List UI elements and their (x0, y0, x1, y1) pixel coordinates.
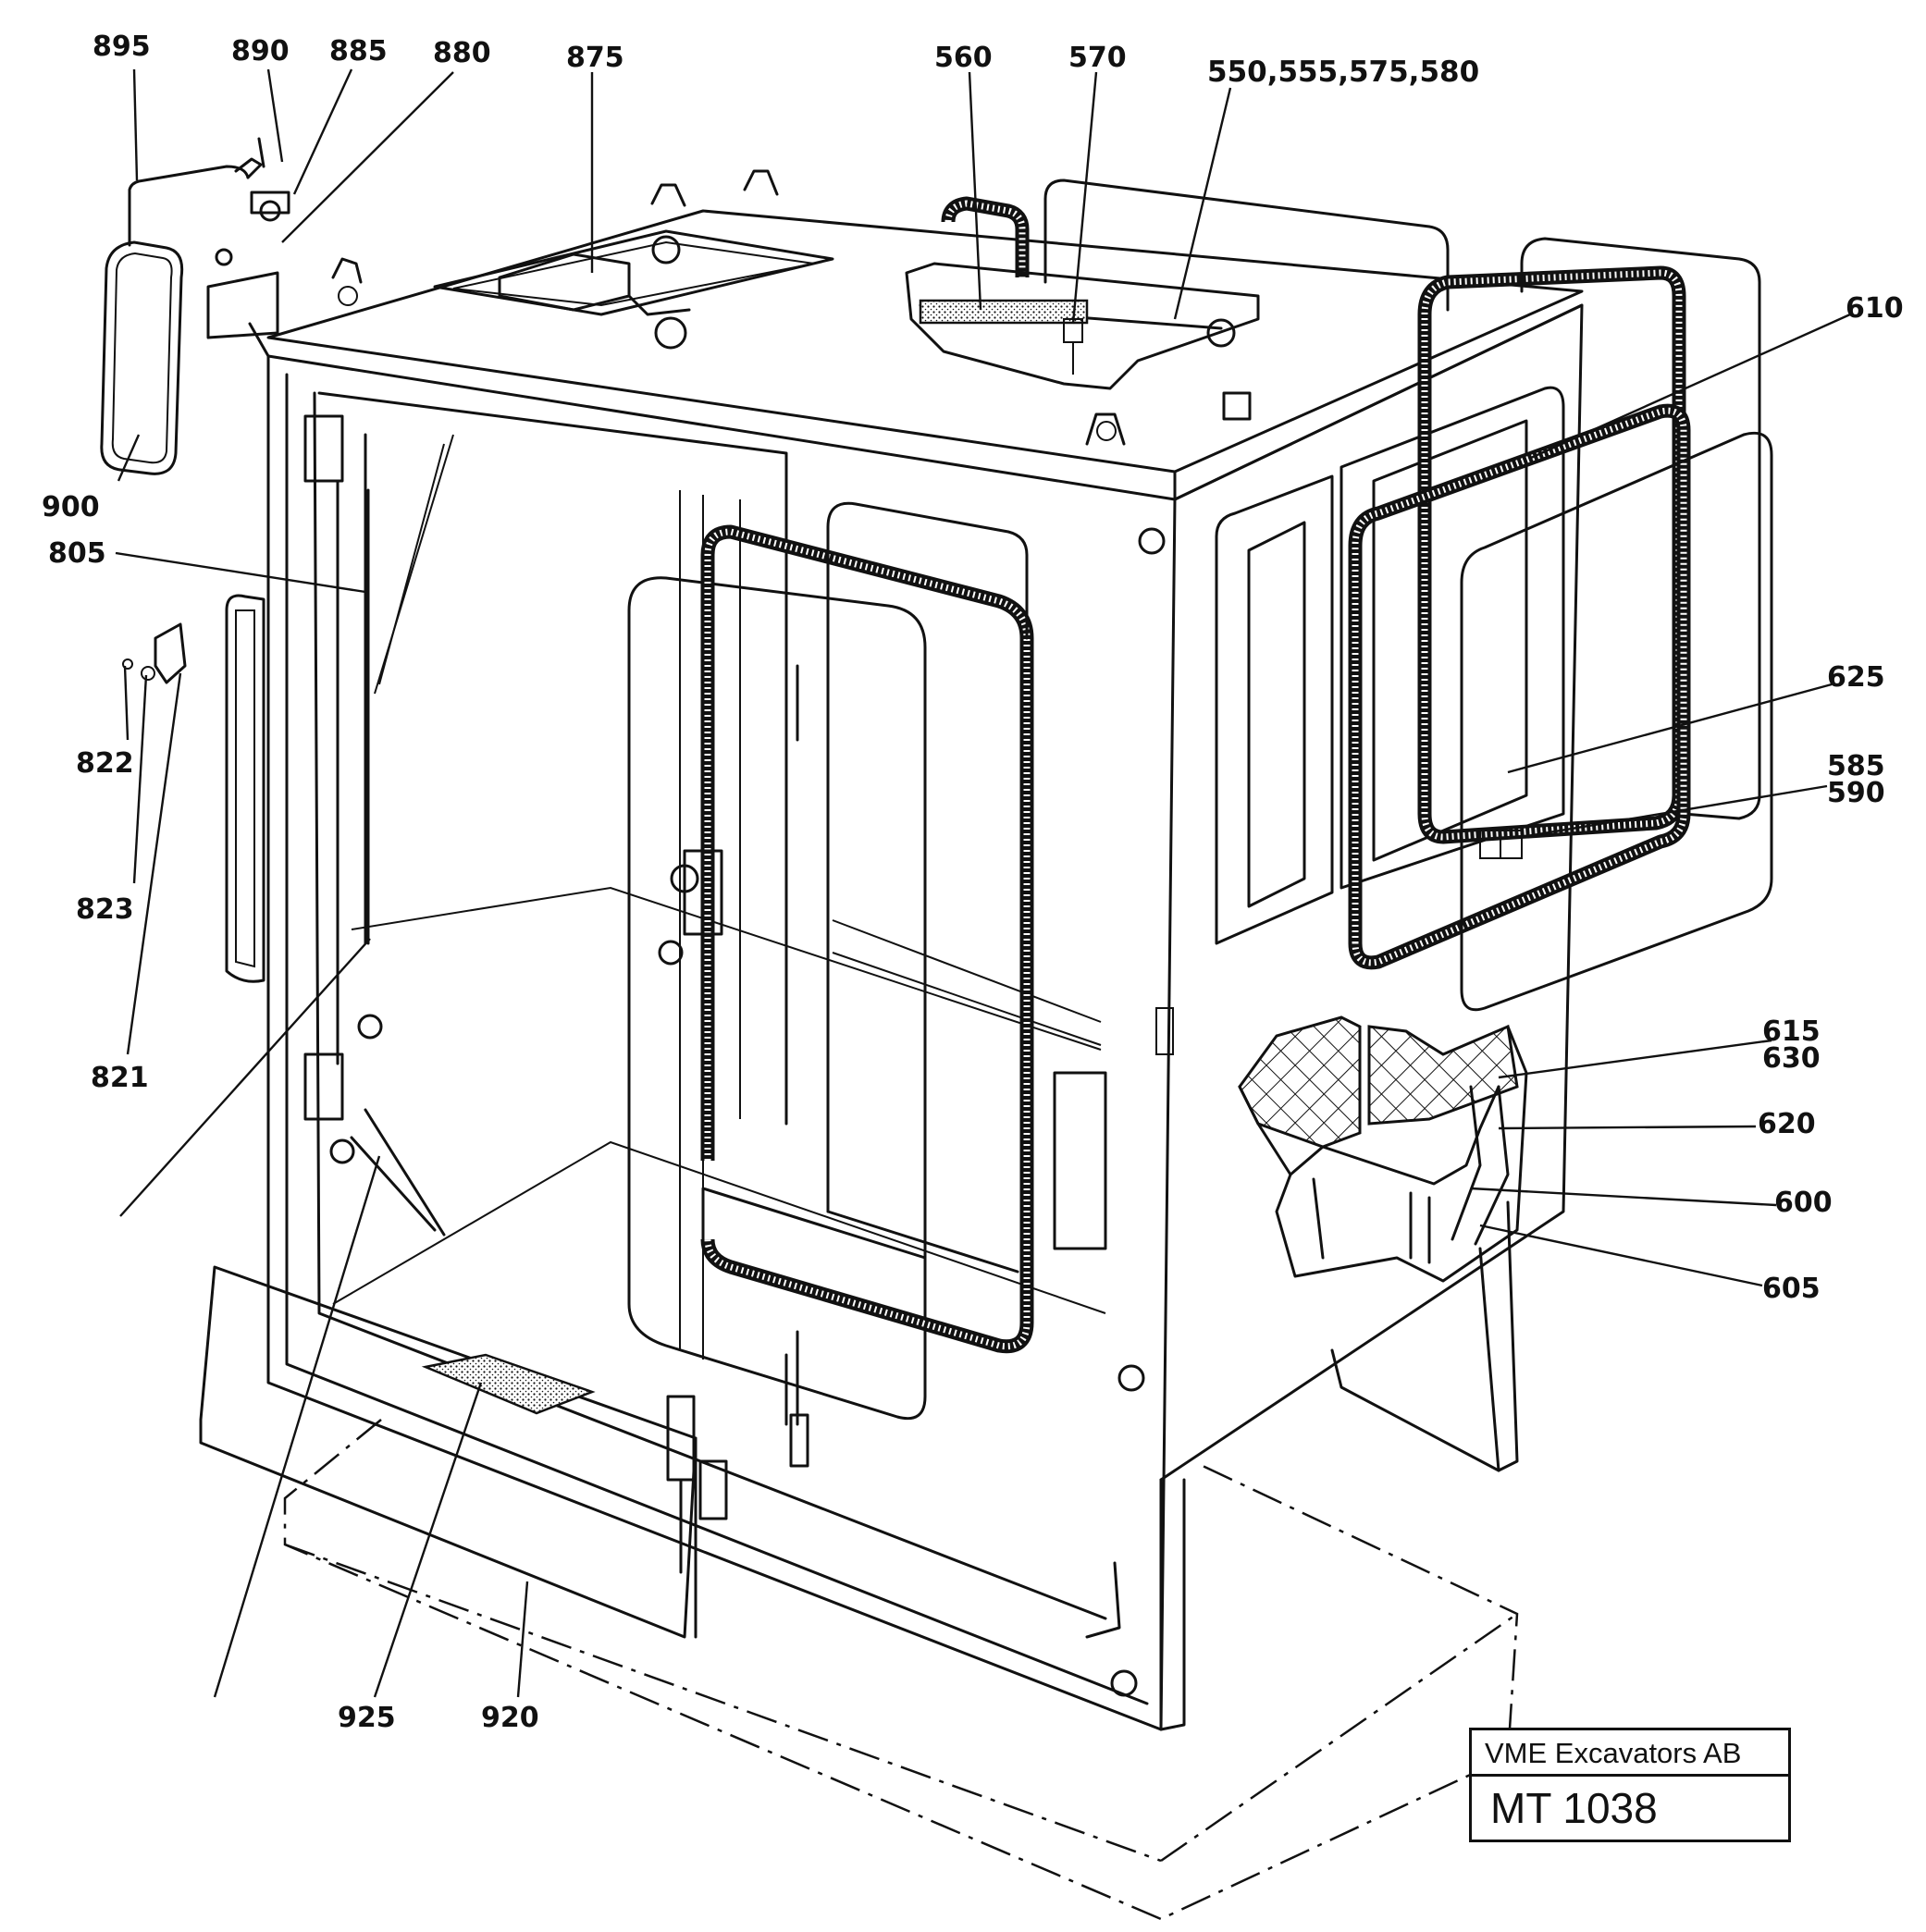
label-600: 600 (1774, 1187, 1833, 1219)
drawing-number: MT 1038 (1490, 1784, 1658, 1832)
label-630: 630 (1762, 1042, 1821, 1075)
label-895: 895 (93, 31, 151, 63)
mirror-assembly (100, 137, 290, 475)
label-625: 625 (1827, 661, 1885, 694)
label-900: 900 (42, 491, 100, 523)
label-550-555-575-580: 550,555,575,580 (1207, 55, 1479, 89)
roof-vent (905, 262, 1260, 421)
lower-glass (701, 501, 1029, 1274)
label-585: 585 (1827, 750, 1885, 782)
leader-lines (115, 68, 1851, 1698)
label-925: 925 (338, 1702, 396, 1734)
label-875: 875 (566, 42, 624, 74)
label-605: 605 (1762, 1273, 1821, 1305)
title-block: VME Excavators AB MT 1038 (1469, 1728, 1791, 1842)
floor-grille (421, 1353, 596, 1415)
floor-plate (199, 1265, 698, 1639)
latch-bracket (122, 622, 187, 684)
company-name: VME Excavators AB (1472, 1730, 1788, 1777)
label-610: 610 (1846, 292, 1904, 325)
windscreen-glass (627, 576, 927, 1421)
label-920: 920 (481, 1702, 539, 1734)
label-590: 590 (1827, 777, 1885, 809)
label-805: 805 (48, 537, 106, 570)
window-latch (658, 664, 799, 1426)
side-windows (941, 178, 1773, 1012)
label-822: 822 (76, 747, 134, 780)
label-620: 620 (1758, 1108, 1816, 1140)
floor-outline (283, 1419, 1519, 1921)
label-821: 821 (91, 1062, 149, 1094)
label-615: 615 (1762, 1015, 1821, 1048)
cab-frame (225, 169, 1584, 1731)
label-570: 570 (1068, 42, 1127, 74)
label-560: 560 (934, 42, 993, 74)
label-890: 890 (231, 35, 290, 68)
label-885: 885 (329, 35, 388, 68)
heater-cutaway (1238, 1015, 1528, 1283)
part-labels: 895 890 885 880 875 560 570 550,555,575,… (42, 31, 1904, 1734)
label-880: 880 (433, 37, 491, 69)
label-823: 823 (76, 893, 134, 926)
